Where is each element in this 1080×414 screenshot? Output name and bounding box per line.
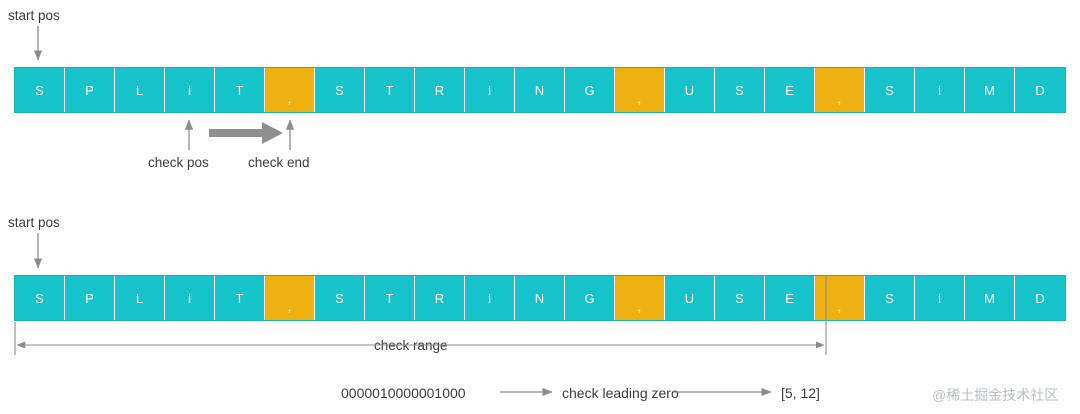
bitmask-value: 0000010000001000: [341, 385, 466, 401]
char-cell: R: [415, 68, 465, 112]
char-cell: N: [515, 276, 565, 320]
char-cell: I: [915, 68, 965, 112]
char-cell: U: [665, 276, 715, 320]
char-cell: S: [315, 276, 365, 320]
char-cell: U: [665, 68, 715, 112]
char-cell: T: [365, 68, 415, 112]
result-range-value: [5, 12]: [781, 385, 820, 401]
char-cell: S: [715, 276, 765, 320]
char-cell: S: [315, 68, 365, 112]
char-cell: S: [15, 276, 65, 320]
char-cell: I: [915, 276, 965, 320]
char-cell: I: [465, 68, 515, 112]
char-cell: L: [115, 276, 165, 320]
char-cell: D: [1015, 276, 1065, 320]
label-start-pos-row-2: start pos: [8, 215, 60, 230]
char-cell: T: [365, 276, 415, 320]
separator-cell: ,: [615, 68, 665, 112]
char-cell: S: [865, 68, 915, 112]
char-cell: D: [1015, 68, 1065, 112]
char-cell: N: [515, 68, 565, 112]
char-cell: I: [165, 276, 215, 320]
char-cell: M: [965, 276, 1015, 320]
watermark: @稀土掘金技术社区: [932, 387, 1059, 403]
char-cell: E: [765, 276, 815, 320]
label-check-pos: check pos: [148, 155, 209, 170]
char-cell: I: [465, 276, 515, 320]
label-check-end: check end: [248, 155, 310, 170]
separator-cell: ,: [815, 276, 865, 320]
char-cell: E: [765, 68, 815, 112]
char-cell: P: [65, 276, 115, 320]
char-cell: R: [415, 276, 465, 320]
label-check-range: check range: [367, 338, 455, 353]
char-cell: S: [865, 276, 915, 320]
char-cell: G: [565, 276, 615, 320]
separator-cell: ,: [265, 276, 315, 320]
char-cell: I: [165, 68, 215, 112]
char-cell: G: [565, 68, 615, 112]
arrow-scan-direction: [209, 122, 283, 144]
char-cell: T: [215, 68, 265, 112]
char-cell: L: [115, 68, 165, 112]
separator-cell: ,: [815, 68, 865, 112]
char-cell: M: [965, 68, 1015, 112]
char-cell: T: [215, 276, 265, 320]
check-leading-zero-label: check leading zero: [562, 385, 679, 401]
char-cell: S: [15, 68, 65, 112]
label-start-pos-row-1: start pos: [8, 8, 60, 23]
char-cell: S: [715, 68, 765, 112]
char-cell: P: [65, 68, 115, 112]
separator-cell: ,: [265, 68, 315, 112]
separator-cell: ,: [615, 276, 665, 320]
